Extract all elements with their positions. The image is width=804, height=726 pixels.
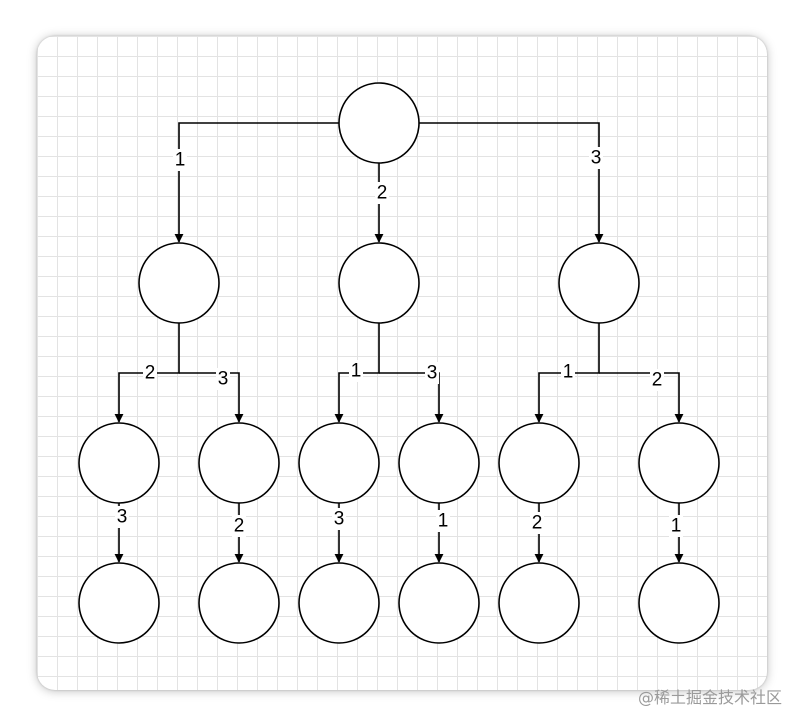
edge-root-a xyxy=(174,122,339,243)
edge-label-bg xyxy=(425,362,439,384)
edge-label-bg xyxy=(115,506,129,528)
edge-label-bg xyxy=(375,182,389,204)
node-a2 xyxy=(198,422,280,504)
edge-root-c xyxy=(419,122,604,243)
edge-label-bg xyxy=(669,515,683,537)
edge-label-bg xyxy=(561,361,575,383)
node-c1 xyxy=(498,422,580,504)
edge-label-a-a1: 2 xyxy=(145,363,156,384)
node-c2x xyxy=(638,562,720,644)
edge-label-root-b: 2 xyxy=(377,183,388,204)
edge-label-b2-b2x: 1 xyxy=(438,511,449,532)
edge-label-c1-c1x: 2 xyxy=(532,513,543,534)
edge-label-a-a2: 3 xyxy=(218,369,229,390)
edge-label-c2-c2x: 1 xyxy=(671,516,682,537)
edge-label-bg xyxy=(589,147,603,169)
edge-label-bg xyxy=(173,149,187,171)
node-c2 xyxy=(638,422,720,504)
edge-label-bg xyxy=(232,515,246,537)
edge-label-bg xyxy=(650,369,664,391)
edge-label-bg xyxy=(143,362,157,384)
edge-label-a1-a1x: 3 xyxy=(117,507,128,528)
node-a1 xyxy=(78,422,160,504)
edge-label-c-c2: 2 xyxy=(652,370,663,391)
node-b2 xyxy=(398,422,480,504)
edge-a-a2 xyxy=(179,372,244,423)
edge-label-bg xyxy=(349,360,363,382)
node-b2x xyxy=(398,562,480,644)
edge-label-b-b2: 3 xyxy=(427,363,438,384)
edge-label-bg xyxy=(332,508,346,530)
node-c xyxy=(558,242,640,324)
edge-c-c2 xyxy=(599,372,684,423)
node-c1x xyxy=(498,562,580,644)
edge-label-c-c1: 1 xyxy=(563,362,574,383)
watermark: @稀土掘金技术社区 xyxy=(637,688,782,707)
node-b1x xyxy=(298,562,380,644)
edge-label-root-c: 3 xyxy=(591,148,602,169)
edge-label-a2-a2x: 2 xyxy=(234,516,245,537)
node-root xyxy=(338,82,420,164)
edge-label-root-a: 1 xyxy=(175,150,186,171)
node-b xyxy=(338,242,420,324)
edge-label-bg xyxy=(530,512,544,534)
edge-label-b1-b1x: 3 xyxy=(334,509,345,530)
edge-label-bg xyxy=(436,510,450,532)
node-b1 xyxy=(298,422,380,504)
edge-label-bg xyxy=(216,368,230,390)
node-a2x xyxy=(198,562,280,644)
node-a xyxy=(138,242,220,324)
node-a1x xyxy=(78,562,160,644)
edge-label-b-b1: 1 xyxy=(351,361,362,382)
